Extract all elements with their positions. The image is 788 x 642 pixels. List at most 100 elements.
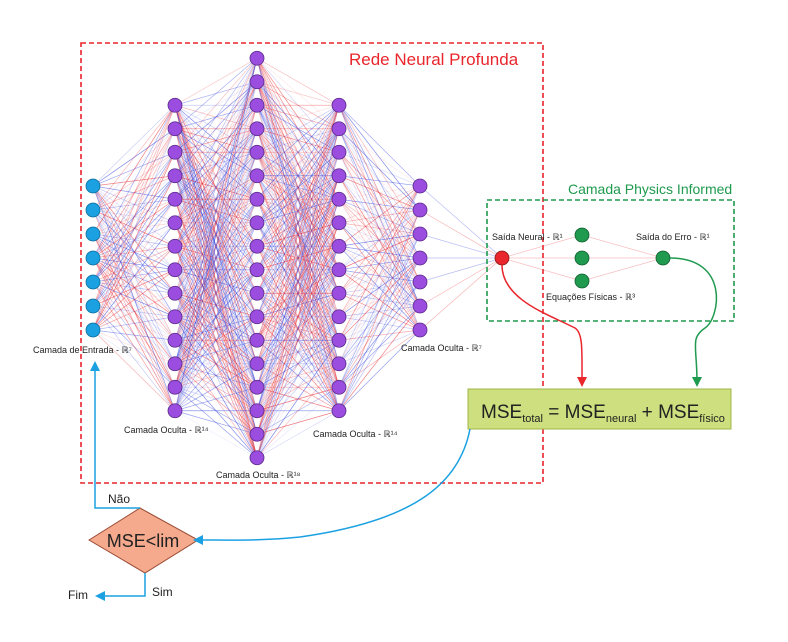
connection-line	[338, 233, 421, 341]
input-node	[85, 298, 101, 314]
connection-line	[338, 175, 421, 283]
hidden-node	[249, 379, 265, 395]
hidden-node	[331, 309, 347, 325]
connection-line	[256, 128, 340, 200]
connection-line	[174, 58, 258, 294]
connection-line	[92, 175, 176, 331]
connection-line	[256, 104, 340, 153]
connection-line	[92, 105, 176, 331]
physics-connection-line	[581, 257, 664, 282]
connection-line	[174, 58, 258, 200]
hidden-node	[412, 298, 428, 314]
connection-line	[92, 305, 176, 318]
connection-line	[92, 152, 176, 259]
connection-line	[174, 363, 258, 388]
connection-line	[174, 128, 258, 153]
connection-line	[338, 305, 421, 341]
connection-line	[92, 152, 176, 235]
connection-line	[174, 58, 258, 364]
error-to-loss-arrow	[669, 257, 718, 387]
connection-line	[92, 257, 176, 411]
connection-line	[256, 293, 340, 458]
connection-line	[256, 128, 340, 364]
connection-line	[256, 316, 340, 435]
hidden-node	[249, 50, 265, 66]
hidden-node	[331, 97, 347, 113]
connection-line	[174, 339, 258, 365]
connection-line	[256, 152, 340, 411]
hidden-node	[331, 168, 347, 184]
connection-line	[92, 175, 176, 187]
connection-line	[338, 185, 421, 224]
connection-line	[174, 105, 258, 223]
connection-line	[174, 222, 258, 364]
hidden-node	[167, 285, 183, 301]
end-label: Fim	[68, 588, 88, 602]
connection-line	[174, 339, 258, 388]
connection-line	[338, 233, 421, 411]
connection-line	[92, 209, 176, 388]
connection-line	[338, 152, 421, 307]
hidden-node	[249, 191, 265, 207]
connection-line	[338, 257, 421, 411]
physics-equation-node	[574, 273, 590, 289]
connection-line	[92, 151, 176, 211]
connection-line	[256, 105, 340, 388]
connection-line	[256, 152, 340, 435]
hidden-node	[412, 202, 428, 218]
connection-line	[174, 316, 258, 341]
connection-line	[174, 245, 258, 318]
connection-line	[256, 410, 340, 435]
connection-line	[174, 105, 258, 200]
connection-line	[256, 293, 340, 435]
connection-line	[256, 246, 340, 458]
connection-line	[92, 329, 176, 388]
connection-line	[338, 105, 421, 307]
connection-line	[338, 257, 421, 388]
connection-line	[92, 128, 176, 307]
hidden-node	[167, 144, 183, 160]
connection-line	[338, 281, 421, 341]
physics-connection-line	[501, 234, 583, 259]
yes-branch-label: Sim	[152, 585, 173, 599]
connection-line	[338, 198, 421, 211]
connection-line	[256, 105, 340, 270]
connection-line	[338, 151, 421, 187]
loss-function-formula: MSEtotal = MSEneural + MSEfísico	[481, 402, 725, 425]
connection-line	[256, 128, 340, 223]
hidden-node	[167, 379, 183, 395]
connection-line	[92, 209, 176, 317]
connection-line	[92, 152, 176, 307]
connection-line	[338, 128, 421, 331]
connection-line	[338, 175, 421, 307]
connection-line	[92, 185, 176, 364]
connection-line	[338, 233, 421, 364]
connection-line	[338, 329, 421, 365]
hidden-node	[167, 332, 183, 348]
connection-line	[92, 245, 176, 283]
connection-line	[174, 58, 258, 153]
connection-line	[92, 105, 176, 211]
connection-line	[338, 105, 421, 187]
connection-line	[256, 316, 340, 411]
hidden-layer-3-label: Camada Oculta - ℝ¹⁴	[313, 429, 398, 439]
connection-line	[256, 151, 340, 177]
connection-line	[174, 58, 258, 317]
connection-line	[338, 222, 421, 331]
hidden-node	[167, 309, 183, 325]
connection-line	[92, 305, 176, 365]
connection-line	[174, 293, 258, 388]
connection-line	[256, 316, 340, 458]
connection-line	[256, 175, 340, 317]
connection-line	[92, 128, 176, 283]
connection-line	[256, 105, 340, 364]
connection-line	[174, 316, 258, 388]
physics-equation-node	[574, 227, 590, 243]
connection-line	[338, 245, 421, 307]
connection-line	[174, 175, 258, 411]
connection-line	[92, 199, 176, 331]
neural-output-node	[494, 250, 510, 266]
hidden-node	[167, 121, 183, 137]
connection-line	[256, 175, 340, 388]
hidden-node	[167, 215, 183, 231]
